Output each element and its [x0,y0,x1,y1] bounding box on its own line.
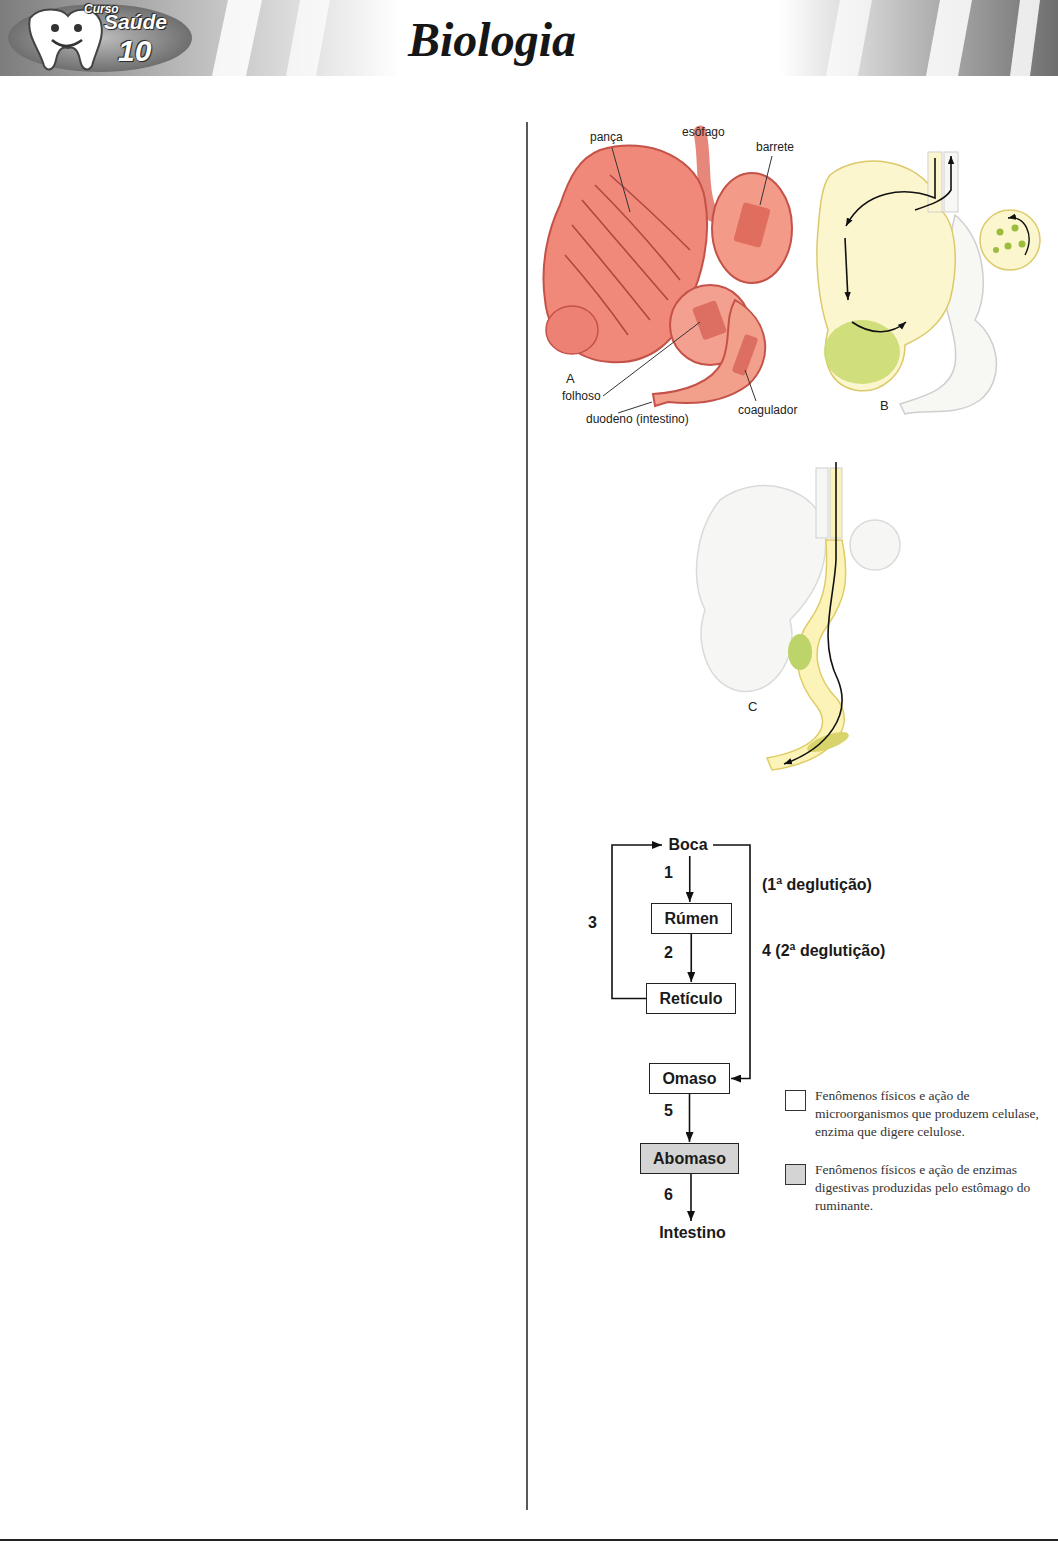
step-number: 4 (2ª deglutição) [762,942,885,960]
process-box: Rúmen [651,903,732,934]
bottom-rule [0,1539,1058,1541]
flow-arrow [689,1094,691,1142]
stomach-figure-b [817,152,1040,414]
figure-letter: A [566,372,575,387]
stomach-figure-a [543,132,792,413]
part-name: esôfago [682,126,725,140]
flow-term: Boca [663,834,713,856]
node-text: Retículo [659,990,722,1008]
stomach-figure-c [697,462,900,770]
flow-term: Intestino [654,1222,731,1244]
flow-arrow [690,1174,692,1221]
logo-text: Saúde [104,10,167,34]
legend-swatch [785,1090,806,1111]
node-text: Intestino [659,1224,726,1242]
legend-swatch [785,1164,806,1185]
page-title: Biologia [408,12,576,67]
flow-note: (1ª deglutição) [762,876,872,894]
legend-text: Fenômenos físicos e ação de enzimas dige… [815,1161,1047,1214]
figure-letter: C [748,700,757,715]
part-name: barrete [756,141,794,155]
figure-letter: B [880,399,889,414]
process-box: Omaso [649,1063,730,1094]
logo [8,4,192,72]
part-name: pança [590,131,623,145]
part-name: duodeno (intestino) [586,413,689,427]
flow-arrow [713,845,750,1079]
node-text: Boca [668,836,707,854]
process-box: Retículo [646,983,736,1014]
step-number: 2 [664,944,673,962]
node-text: Abomaso [653,1150,726,1168]
step-number: 3 [588,914,597,932]
column-rule [526,122,528,1510]
flow-arrow [690,934,692,982]
node-text: Rúmen [664,910,718,928]
header-band [0,0,1058,76]
part-name: folhoso [562,390,601,404]
step-number: 5 [664,1102,673,1120]
step-number: 6 [664,1186,673,1204]
node-text: Omaso [662,1070,716,1088]
step-number: 1 [664,864,673,882]
flow-arrow [689,856,691,902]
legend-text: Fenômenos físicos e ação de microorganis… [815,1087,1047,1140]
part-name: coagulador [738,404,797,418]
logo-number: 10 [118,34,151,69]
process-box: Abomaso [640,1143,739,1174]
